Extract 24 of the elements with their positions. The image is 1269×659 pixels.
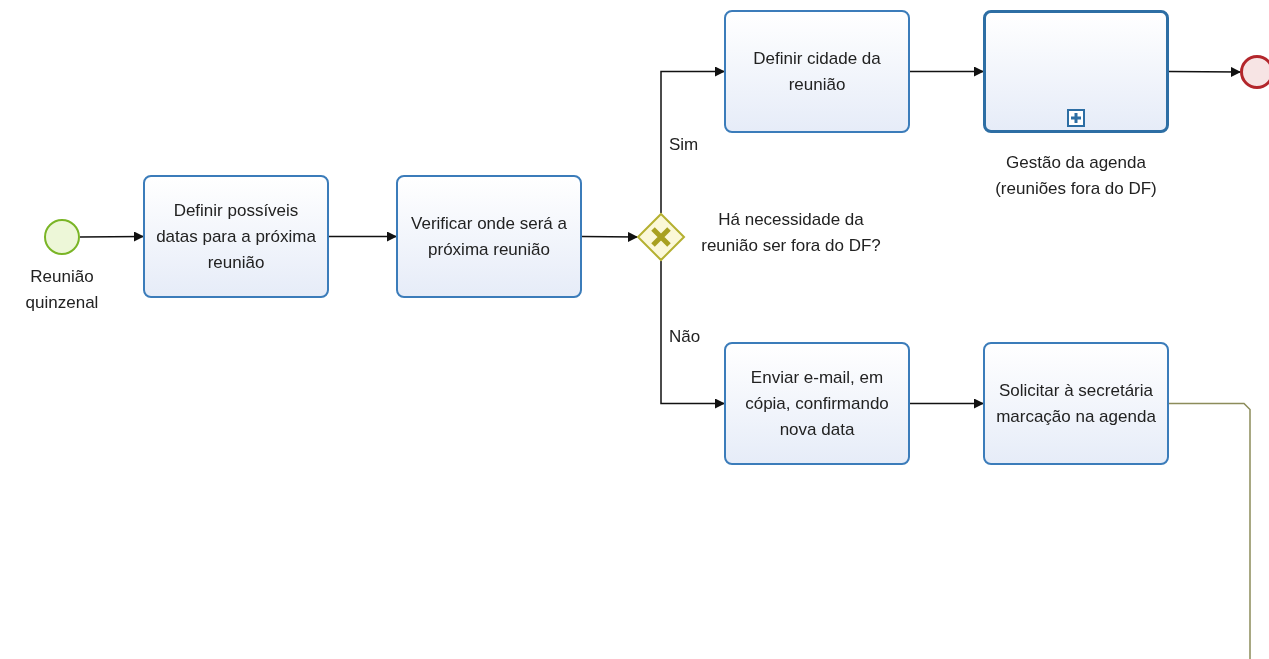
task-box — [396, 175, 582, 298]
task-box — [724, 10, 910, 133]
gateway-question: Há necessidade da reunião ser fora do DF? — [700, 209, 882, 257]
sequence-arrow — [660, 66, 725, 214]
task-box — [983, 342, 1169, 465]
gateway-diamond — [637, 213, 685, 261]
task-label: Enviar e-mail, em cópia, confirmando nova data — [744, 366, 890, 441]
sequence-arrow — [79, 231, 144, 242]
task-box — [143, 175, 329, 298]
sequence-arrow — [581, 231, 638, 242]
sequence-arrow — [660, 260, 725, 409]
sequence-arrow — [1168, 66, 1241, 77]
task-label: Definir possíveis datas para a próxima reunião — [155, 199, 317, 274]
task-label: Solicitar à secretária marcação na agenda — [995, 379, 1157, 428]
event-label: Reunião quinzenal — [24, 266, 100, 314]
sequence-arrow — [909, 398, 984, 409]
task-label: Verificar onde será a próxima reunião — [410, 212, 568, 261]
start-event-circle — [44, 219, 80, 255]
sequence-arrow — [909, 66, 984, 77]
task-box — [724, 342, 910, 465]
sequence-arrow — [328, 231, 397, 242]
task-label: Definir cidade da reunião — [752, 47, 882, 96]
sequence-line — [1168, 402, 1251, 659]
subprocess-label: Gestão da agenda (reuniões fora do DF) — [994, 152, 1158, 200]
